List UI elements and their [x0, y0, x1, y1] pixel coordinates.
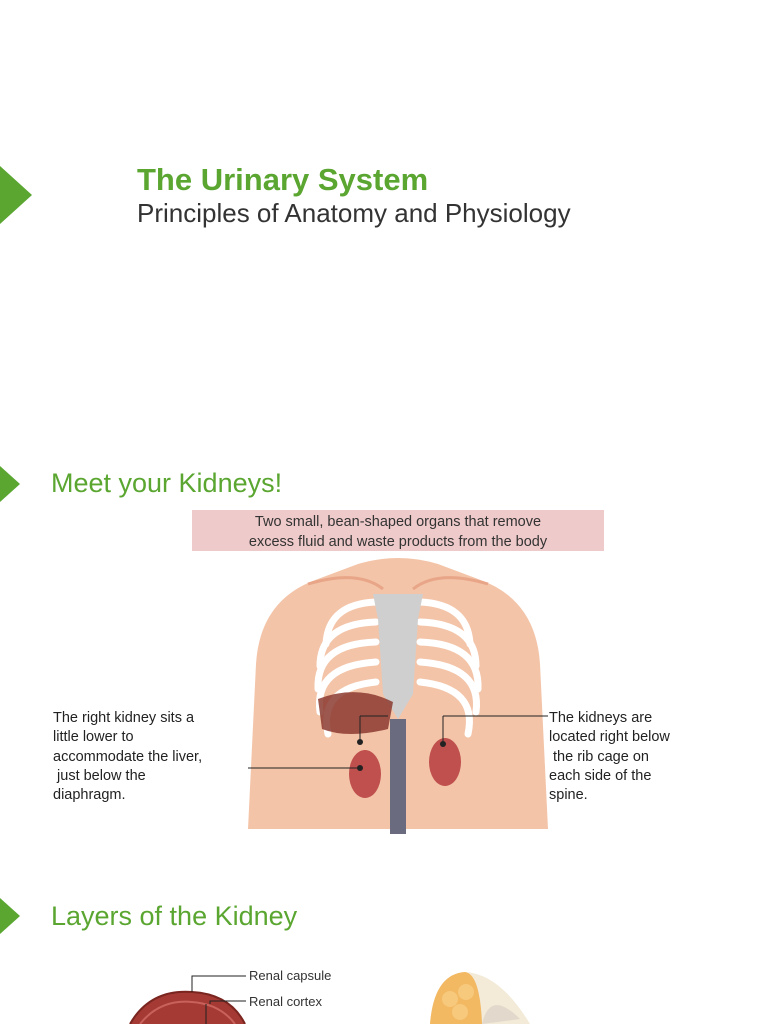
right-kidney	[349, 750, 381, 798]
liver	[318, 692, 393, 734]
right-clavicle	[412, 576, 489, 591]
torso-illustration	[248, 558, 548, 834]
capsule-leader-line	[191, 975, 246, 992]
slide-subtitle: Principles of Anatomy and Physiology	[137, 198, 571, 228]
play-arrow-icon	[0, 166, 32, 224]
title-slide: The Urinary System Principles of Anatomy…	[0, 0, 768, 432]
right-kidney-caption: The right kidney sits a little lower to …	[53, 710, 203, 804]
renal-cortex-label: Renal cortex	[249, 994, 322, 1009]
cortex-leader-line	[209, 1000, 246, 1004]
sternum	[373, 594, 423, 719]
left-kidney	[429, 738, 461, 786]
renal-cortex-shape	[130, 991, 245, 1024]
left-clavicle	[307, 576, 384, 591]
play-arrow-icon	[0, 466, 20, 502]
play-arrow-icon	[0, 898, 20, 934]
renal-capsule-label: Renal capsule	[249, 968, 332, 983]
definition-callout: Two small, bean-shaped organs that remov…	[192, 510, 604, 551]
slide-heading: Meet your Kidneys!	[51, 468, 283, 498]
right-pointer-dot	[440, 741, 446, 747]
kidney-layers-slide: Layers of the Kidney Renal capsule Renal…	[0, 864, 768, 1024]
kidneys-slide: Meet your Kidneys!	[0, 432, 768, 864]
callout-line-2: excess fluid and waste products from the…	[248, 534, 548, 550]
kidney-location-caption: The kidneys are located right below the …	[549, 710, 670, 804]
kidney-section-diagram	[129, 975, 246, 1024]
slide-title: The Urinary System	[137, 162, 429, 197]
slide-heading: Layers of the Kidney	[51, 901, 298, 931]
callout-line-1: Two small, bean-shaped organs that remov…	[254, 514, 542, 530]
spine	[390, 719, 406, 834]
rib-cage	[314, 598, 482, 738]
kidney-layers-illustration	[430, 972, 530, 1024]
left-pointer-dot	[357, 765, 363, 771]
